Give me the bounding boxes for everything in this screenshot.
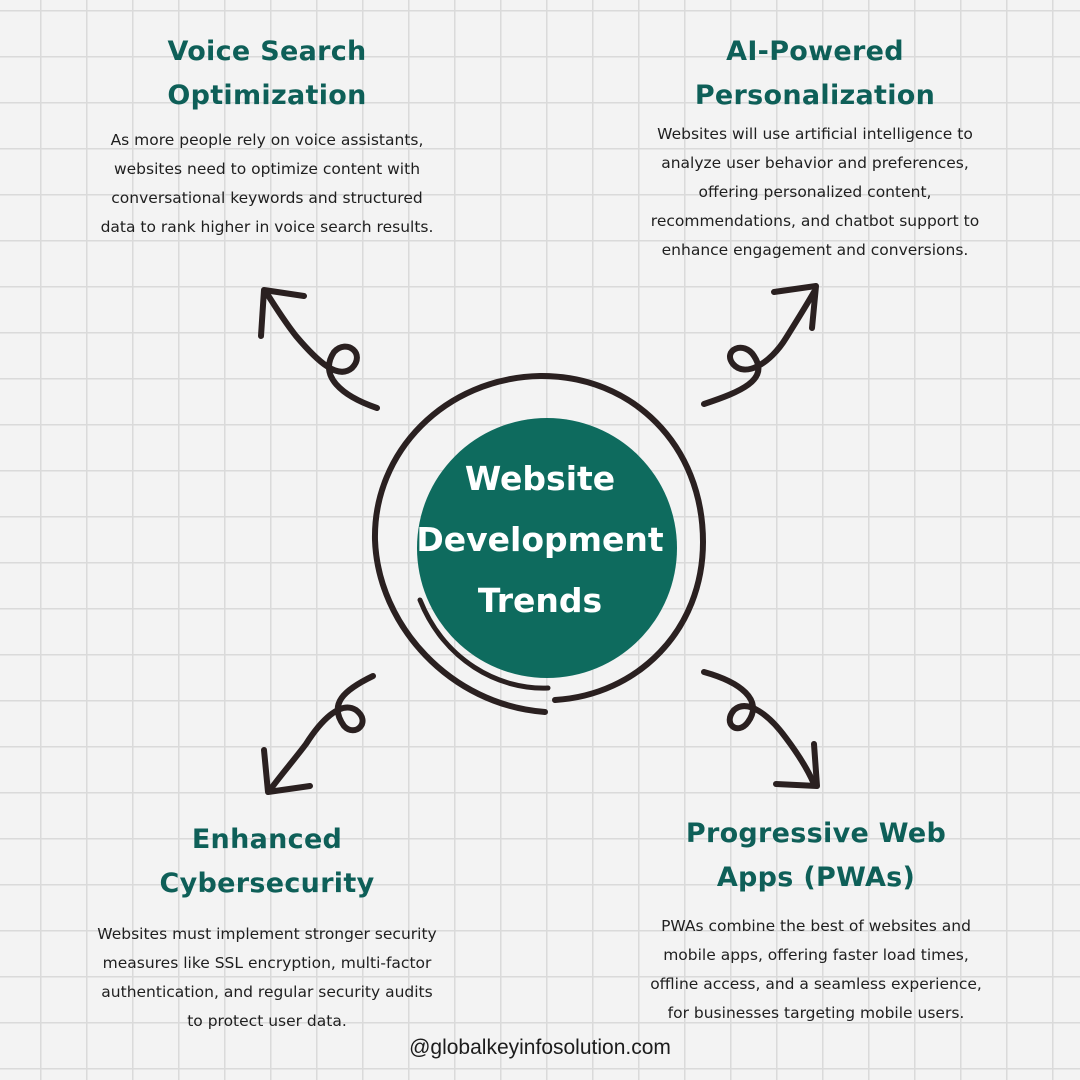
- voice-search-line: As more people rely on voice assistants,: [110, 131, 424, 149]
- cybersecurity-description: Websites must implement stronger securit…: [62, 920, 472, 1036]
- ai-personalization-title-line: AI-Powered: [726, 36, 904, 67]
- pwa-line: offline access, and a seamless experienc…: [650, 975, 982, 993]
- cybersecurity-line: measures like SSL encryption, multi-fact…: [102, 954, 432, 972]
- voice-search-title: Voice Search Optimization: [72, 30, 462, 118]
- footer-handle: @globalkeyinfosolution.com: [409, 1036, 671, 1059]
- pwa-title-line: Apps (PWAs): [716, 862, 916, 893]
- cybersecurity-title-line: Enhanced: [191, 824, 343, 855]
- center-title: Website Development Trends: [395, 448, 685, 631]
- ai-personalization-line: recommendations, and chatbot support to: [650, 212, 980, 230]
- ai-personalization-title: AI-Powered Personalization: [620, 30, 1010, 118]
- voice-search-description: As more people rely on voice assistants,…: [72, 126, 462, 242]
- center-outer-ring: [371, 372, 706, 715]
- ai-personalization-line: analyze user behavior and preferences,: [661, 154, 969, 172]
- ai-personalization-section: AI-Powered Personalization Websites will…: [620, 30, 1010, 265]
- voice-search-line: data to rank higher in voice search resu…: [100, 218, 434, 236]
- pwa-line: for businesses targeting mobile users.: [667, 1004, 965, 1022]
- pwa-line: PWAs combine the best of websites and: [661, 917, 971, 935]
- arrow-bottom-left: [267, 673, 376, 793]
- ai-personalization-description: Websites will use artificial intelligenc…: [620, 120, 1010, 265]
- pwa-title-line: Progressive Web: [685, 818, 947, 849]
- pwa-description: PWAs combine the best of websites and mo…: [620, 912, 1012, 1028]
- arrowhead-top-right: [771, 283, 819, 331]
- cybersecurity-line: authentication, and regular security aud…: [101, 983, 433, 1001]
- center-title-line: Website: [464, 459, 616, 498]
- cybersecurity-title: Enhanced Cybersecurity: [62, 818, 472, 906]
- cybersecurity-section: Enhanced Cybersecurity Websites must imp…: [62, 818, 472, 1036]
- arrowhead-bottom-right: [773, 741, 820, 789]
- ai-personalization-line: offering personalized content,: [698, 183, 932, 201]
- voice-search-line: websites need to optimize content with: [113, 160, 421, 178]
- ai-personalization-line: enhance engagement and conversions.: [661, 241, 969, 259]
- center-inner-swoosh: [417, 597, 551, 691]
- center-title-line: Trends: [477, 581, 603, 620]
- arrow-bottom-right: [701, 669, 817, 787]
- pwa-title: Progressive Web Apps (PWAs): [620, 812, 1012, 900]
- arrowhead-top-left: [258, 287, 307, 339]
- ai-personalization-title-line: Personalization: [694, 80, 936, 111]
- pwa-line: mobile apps, offering faster load times,: [663, 946, 969, 964]
- voice-search-title-line: Optimization: [167, 80, 367, 111]
- voice-search-section: Voice Search Optimization As more people…: [72, 30, 462, 242]
- arrow-top-right: [701, 289, 817, 407]
- ai-personalization-line: Websites will use artificial intelligenc…: [657, 125, 973, 143]
- cybersecurity-line: to protect user data.: [187, 1012, 347, 1030]
- arrow-top-left: [263, 289, 380, 411]
- arrowhead-bottom-left: [261, 747, 313, 795]
- voice-search-title-line: Voice Search: [167, 36, 367, 67]
- cybersecurity-title-line: Cybersecurity: [159, 868, 375, 899]
- pwa-section: Progressive Web Apps (PWAs) PWAs combine…: [620, 812, 1012, 1028]
- cybersecurity-line: Websites must implement stronger securit…: [97, 925, 437, 943]
- center-filled-circle: [417, 418, 677, 678]
- center-title-line: Development: [416, 520, 664, 559]
- voice-search-line: conversational keywords and structured: [111, 189, 423, 207]
